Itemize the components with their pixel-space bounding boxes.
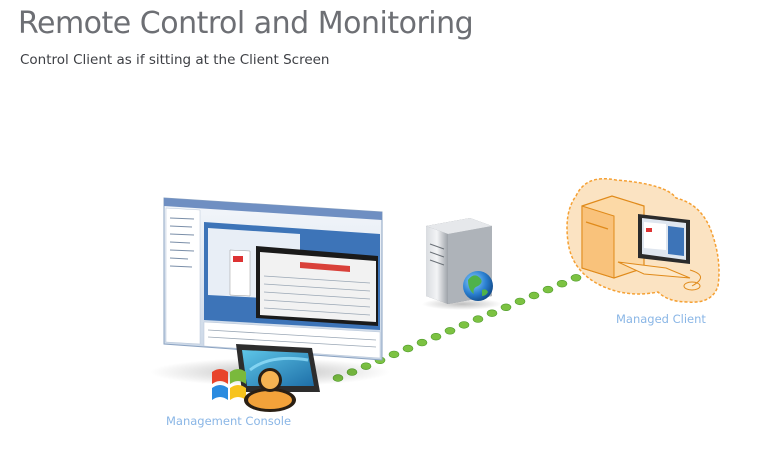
connection-dot: [402, 344, 414, 353]
connection-dot: [542, 285, 554, 294]
connection-dot: [444, 327, 456, 335]
connection-dot: [458, 321, 470, 329]
server-globe-icon: [422, 218, 502, 310]
connection-dot: [388, 350, 400, 359]
managed-client-icon: [566, 178, 720, 303]
console-user-icon: [212, 344, 320, 412]
connection-dot: [514, 297, 526, 306]
page-title: Remote Control and Monitoring: [18, 6, 474, 41]
management-console-label: Management Console: [166, 414, 292, 428]
managed-client-label: Managed Client: [616, 312, 706, 326]
connection-dot: [500, 303, 512, 311]
page-subtitle: Control Client as if sitting at the Clie…: [20, 52, 330, 68]
connection-dot: [486, 309, 498, 317]
connection-dot: [570, 274, 582, 282]
connection-dot: [528, 291, 540, 300]
connection-dot: [472, 315, 484, 323]
connection-dot: [556, 280, 568, 288]
connection-dot: [430, 333, 442, 341]
connection-dot: [416, 338, 428, 347]
